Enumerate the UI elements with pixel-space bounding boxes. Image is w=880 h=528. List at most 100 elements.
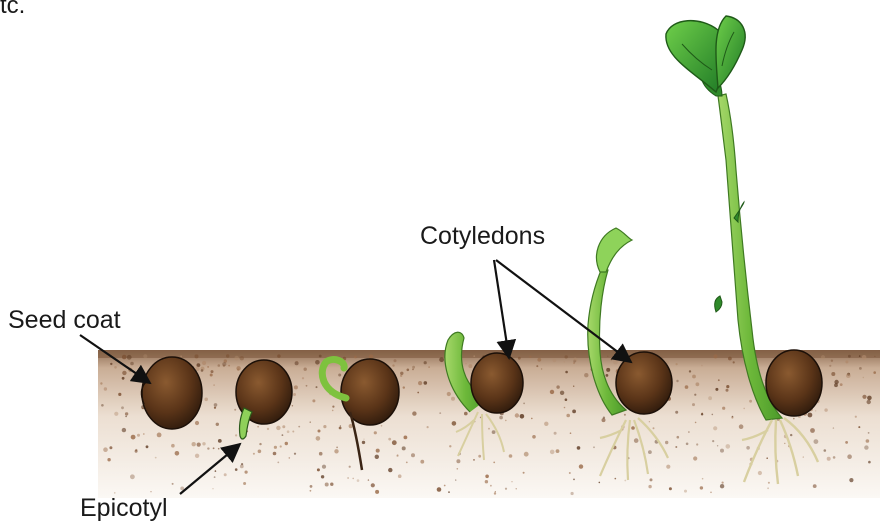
soil-speck: [790, 434, 792, 436]
soil-speck: [515, 413, 519, 417]
soil-speck: [398, 474, 402, 478]
soil-speck: [485, 480, 488, 483]
soil-speck: [676, 363, 678, 365]
soil-speck: [803, 456, 804, 457]
soil-speck: [840, 383, 843, 386]
soil-speck: [505, 488, 507, 490]
soil-speck: [146, 445, 149, 448]
soil-speck: [316, 386, 318, 388]
soil-speck: [240, 465, 244, 469]
soil-speck: [424, 381, 428, 385]
soil-speck: [171, 444, 175, 448]
soil-speck: [553, 359, 557, 363]
soil-speck: [180, 356, 182, 358]
soil-speck: [831, 360, 833, 362]
soil-speck: [815, 410, 816, 411]
soil-speck: [325, 483, 329, 487]
soil-speck: [767, 487, 769, 489]
soil-speck: [702, 478, 704, 480]
soil-speck: [259, 443, 261, 445]
soil-speck: [402, 446, 406, 450]
soil-speck: [322, 465, 326, 469]
soil-speck: [666, 465, 670, 469]
soil-speck: [257, 426, 259, 428]
soil-speck: [768, 482, 770, 484]
soil-speck: [565, 355, 568, 358]
soil-speck: [493, 462, 495, 464]
soil-speck: [452, 421, 457, 426]
soil-speck: [473, 459, 475, 461]
soil-speck: [733, 361, 735, 363]
soil-speck: [556, 385, 559, 388]
soil-speck: [485, 475, 489, 479]
soil-speck: [375, 455, 379, 459]
soil-speck: [634, 438, 639, 443]
soil-speck: [873, 371, 876, 374]
soil-speck: [478, 455, 481, 458]
soil-speck: [218, 364, 221, 367]
soil-speck: [849, 478, 853, 482]
soil-speck: [718, 379, 720, 381]
soil-speck: [713, 426, 717, 430]
soil-speck: [396, 455, 398, 457]
soil-speck: [319, 452, 323, 456]
soil-speck: [523, 472, 525, 474]
soil-speck: [867, 396, 872, 401]
soil-speck: [143, 433, 145, 435]
soil-speck: [606, 368, 610, 372]
soil-speck: [712, 440, 714, 442]
soil-speck: [282, 425, 285, 428]
soil-speck: [294, 385, 298, 389]
soil-speck: [564, 407, 566, 409]
soil-speck: [304, 368, 307, 371]
soil-speck: [573, 358, 577, 362]
soil-speck: [214, 476, 216, 478]
soil-speck: [685, 385, 689, 389]
soil-speck: [715, 388, 718, 391]
soil-speck: [443, 356, 444, 357]
soil-speck: [318, 430, 321, 433]
soil-speck: [110, 363, 112, 365]
soil-speck: [213, 447, 215, 449]
soil-speck: [214, 407, 216, 409]
soil-speck: [204, 398, 208, 402]
soil-speck: [243, 482, 246, 485]
soil-speck: [310, 490, 312, 492]
soil-speck: [109, 446, 112, 449]
soil-speck: [766, 457, 768, 459]
soil-speck: [726, 389, 729, 392]
soil-speck: [570, 432, 572, 434]
soil-speck: [143, 354, 147, 358]
soil-speck: [793, 418, 795, 420]
soil-speck: [197, 443, 201, 447]
soil-speck: [573, 479, 575, 481]
soil-speck: [407, 369, 410, 372]
soil-speck: [465, 363, 466, 364]
soil-speck: [694, 394, 696, 396]
soil-speck: [615, 478, 617, 480]
soil-speck: [319, 355, 322, 358]
soil-speck: [784, 443, 785, 444]
soil-speck: [490, 485, 492, 487]
soil-speck: [376, 449, 380, 453]
soil-speck: [560, 391, 564, 395]
soil-speck: [758, 471, 762, 475]
soil-speck: [336, 447, 338, 449]
soil-speck: [648, 485, 651, 488]
soil-speck: [708, 396, 712, 400]
soil-speck: [195, 421, 199, 425]
soil-speck: [211, 370, 214, 373]
soil-speck: [224, 473, 227, 476]
soil-speck: [858, 426, 860, 428]
soil-speck: [550, 390, 554, 394]
soil-speck: [492, 430, 496, 434]
soil-speck: [210, 374, 213, 377]
soil-speck: [675, 446, 677, 448]
soil-speck: [611, 359, 612, 360]
soil-speck: [846, 373, 851, 378]
soil-speck: [104, 387, 107, 390]
soil-speck: [720, 449, 724, 453]
soil-speck: [287, 430, 290, 433]
soil-speck: [253, 453, 255, 455]
soil-speck: [285, 442, 288, 445]
